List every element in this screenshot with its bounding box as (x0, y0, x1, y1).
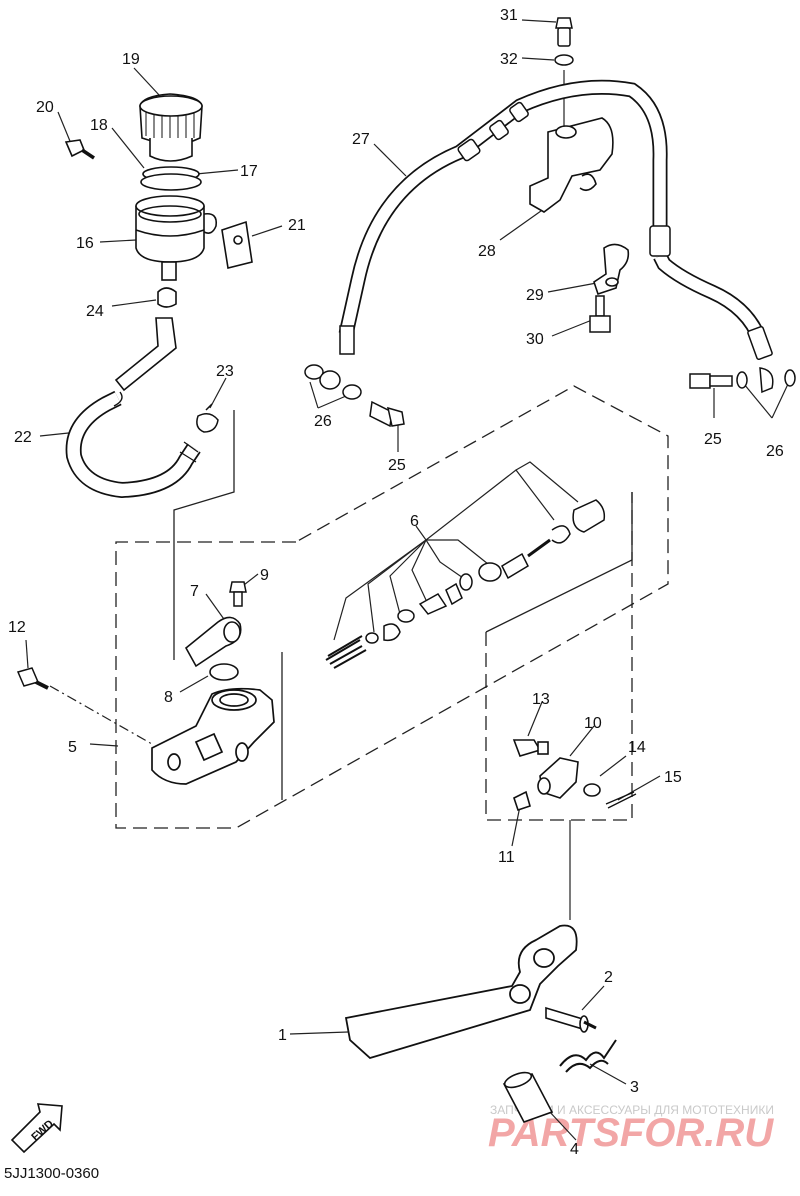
callout-12: 12 (8, 619, 26, 636)
reservoir-hose-22 (65, 317, 201, 499)
callout-1: 1 (278, 1027, 287, 1044)
cylinder-kit-6 (325, 499, 606, 669)
callout-16: 16 (76, 235, 94, 252)
reservoir-cap-19 (139, 93, 203, 162)
clevis-assembly (512, 739, 637, 812)
callout-labels: 1 2 3 4 5 6 7 8 9 10 11 12 13 14 15 16 1… (8, 7, 784, 1158)
reservoir-body-16 (135, 195, 218, 281)
return-spring-3 (559, 1039, 617, 1073)
brake-hose-27 (338, 79, 773, 361)
master-cylinder-5 (151, 687, 275, 785)
callout-22: 22 (14, 429, 32, 446)
callout-6: 6 (410, 513, 419, 530)
callout-23: 23 (216, 363, 234, 380)
bolt-9 (229, 581, 247, 607)
callout-27: 27 (352, 131, 370, 148)
clamp-24 (157, 287, 177, 308)
callout-31: 31 (500, 7, 518, 24)
bracket-21 (221, 220, 253, 269)
callout-32: 32 (500, 51, 518, 68)
kit-bracket (485, 492, 633, 633)
assembly-outlines (115, 385, 669, 829)
bolt-12 (16, 667, 49, 690)
callout-3: 3 (630, 1079, 639, 1096)
hose-clip-23 (196, 403, 219, 433)
reservoir-assembly (64, 93, 253, 308)
callout-18: 18 (90, 117, 108, 134)
pedal-shaft-2 (545, 1006, 597, 1033)
callout-9: 9 (260, 567, 269, 584)
callout-4: 4 (570, 1141, 579, 1158)
bolt-20 (64, 139, 95, 160)
callout-24: 24 (86, 303, 104, 320)
callout-26-right: 26 (766, 443, 784, 460)
diagram-code: 5JJ1300-0360 (4, 1165, 99, 1182)
bracket-29 (593, 243, 630, 296)
diaphragm-17 (140, 166, 202, 191)
hose-bracket (173, 410, 235, 660)
callout-25-left: 25 (388, 457, 406, 474)
callout-8: 8 (164, 689, 173, 706)
hose-guide-28 (529, 117, 614, 213)
oring-8 (209, 663, 239, 681)
callout-5: 5 (68, 739, 77, 756)
callout-19: 19 (122, 51, 140, 68)
bolt-30 (589, 295, 611, 333)
callout-30: 30 (526, 331, 544, 348)
washer-32 (554, 54, 574, 66)
hose-joint-7 (184, 616, 242, 668)
callout-2: 2 (604, 969, 613, 986)
collar-4 (502, 1071, 554, 1123)
callout-25-right: 25 (704, 431, 722, 448)
callout-7: 7 (190, 583, 199, 600)
brake-pedal-1 (344, 924, 578, 1060)
callout-20: 20 (36, 99, 54, 116)
dashdot-leaders (49, 685, 153, 745)
bolt-31 (555, 17, 573, 47)
assembly-brackets (173, 410, 633, 800)
callout-10: 10 (584, 715, 602, 732)
pedal-assembly-outline (485, 492, 633, 821)
watermark-tagline: ЗАПЧАСТИ И АКСЕССУАРЫ ДЛЯ МОТОТЕХНИКИ (490, 1103, 774, 1117)
callout-14: 14 (628, 739, 646, 756)
callout-26-left: 26 (314, 413, 332, 430)
callout-21: 21 (288, 217, 306, 234)
callout-17: 17 (240, 163, 258, 180)
callout-13: 13 (532, 691, 550, 708)
callout-11: 11 (498, 849, 515, 866)
fwd-arrow-icon: FWD (10, 1103, 63, 1154)
callout-15: 15 (664, 769, 682, 786)
banjo-fittings (304, 364, 796, 428)
callout-29: 29 (526, 287, 544, 304)
leader-lines (25, 19, 789, 1141)
callout-28: 28 (478, 243, 496, 260)
